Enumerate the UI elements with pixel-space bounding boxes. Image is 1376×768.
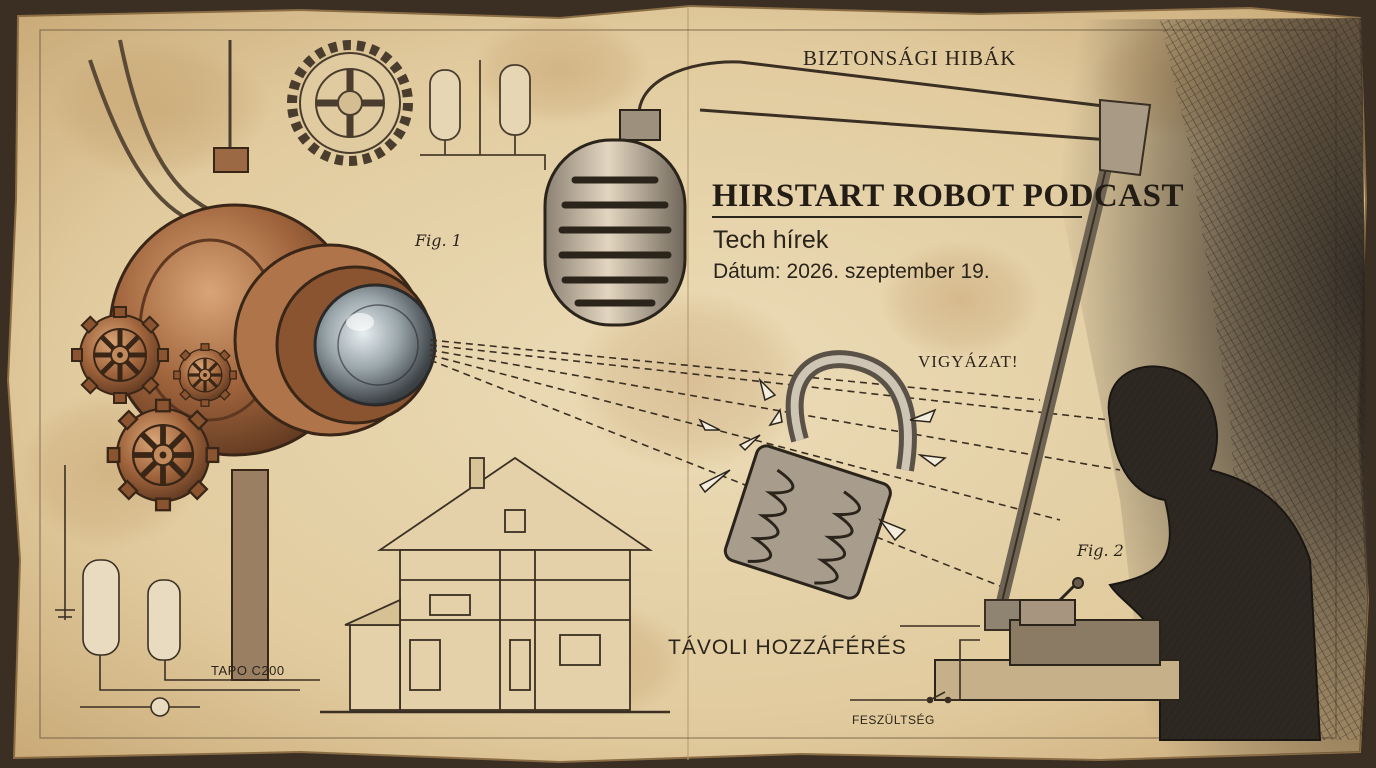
tube-circuit-schematic-icon xyxy=(55,465,320,717)
remote-access-label: TÁVOLI HOZZÁFÉRÉS xyxy=(668,636,907,659)
robot-camera-eye-icon xyxy=(88,39,437,681)
vintage-microphone-icon xyxy=(543,109,687,327)
voltage-label: FESZÜLTSÉG xyxy=(852,713,935,727)
page-title: HIRSTART ROBOT PODCAST xyxy=(712,178,1184,214)
hooded-hacker-icon xyxy=(1107,365,1322,741)
gear-icon xyxy=(172,342,238,408)
camera-model-label: TAPO C200 xyxy=(211,663,285,678)
vacuum-tube-icon xyxy=(420,60,546,170)
gear-icon xyxy=(72,307,168,403)
subtitle: Tech hírek xyxy=(713,226,829,254)
title-underline xyxy=(712,216,1082,218)
telegraph-key-icon xyxy=(934,577,1181,701)
broken-padlock-icon xyxy=(698,350,947,600)
scan-beam-lines xyxy=(429,339,1121,591)
fig1-label: Fig. 1 xyxy=(415,231,462,250)
date-line: Dátum: 2026. szeptember 19. xyxy=(713,260,990,283)
fig2-label: Fig. 2 xyxy=(1077,541,1124,560)
gear-schematic-icon xyxy=(287,40,413,166)
security-flaws-label: BIZTONSÁGI HIBÁK xyxy=(803,46,1017,70)
voltage-switch-icon xyxy=(850,625,980,704)
gear-icon xyxy=(108,400,218,510)
warning-label: VIGYÁZAT! xyxy=(918,352,1019,371)
house-cross-section-icon xyxy=(320,456,670,714)
